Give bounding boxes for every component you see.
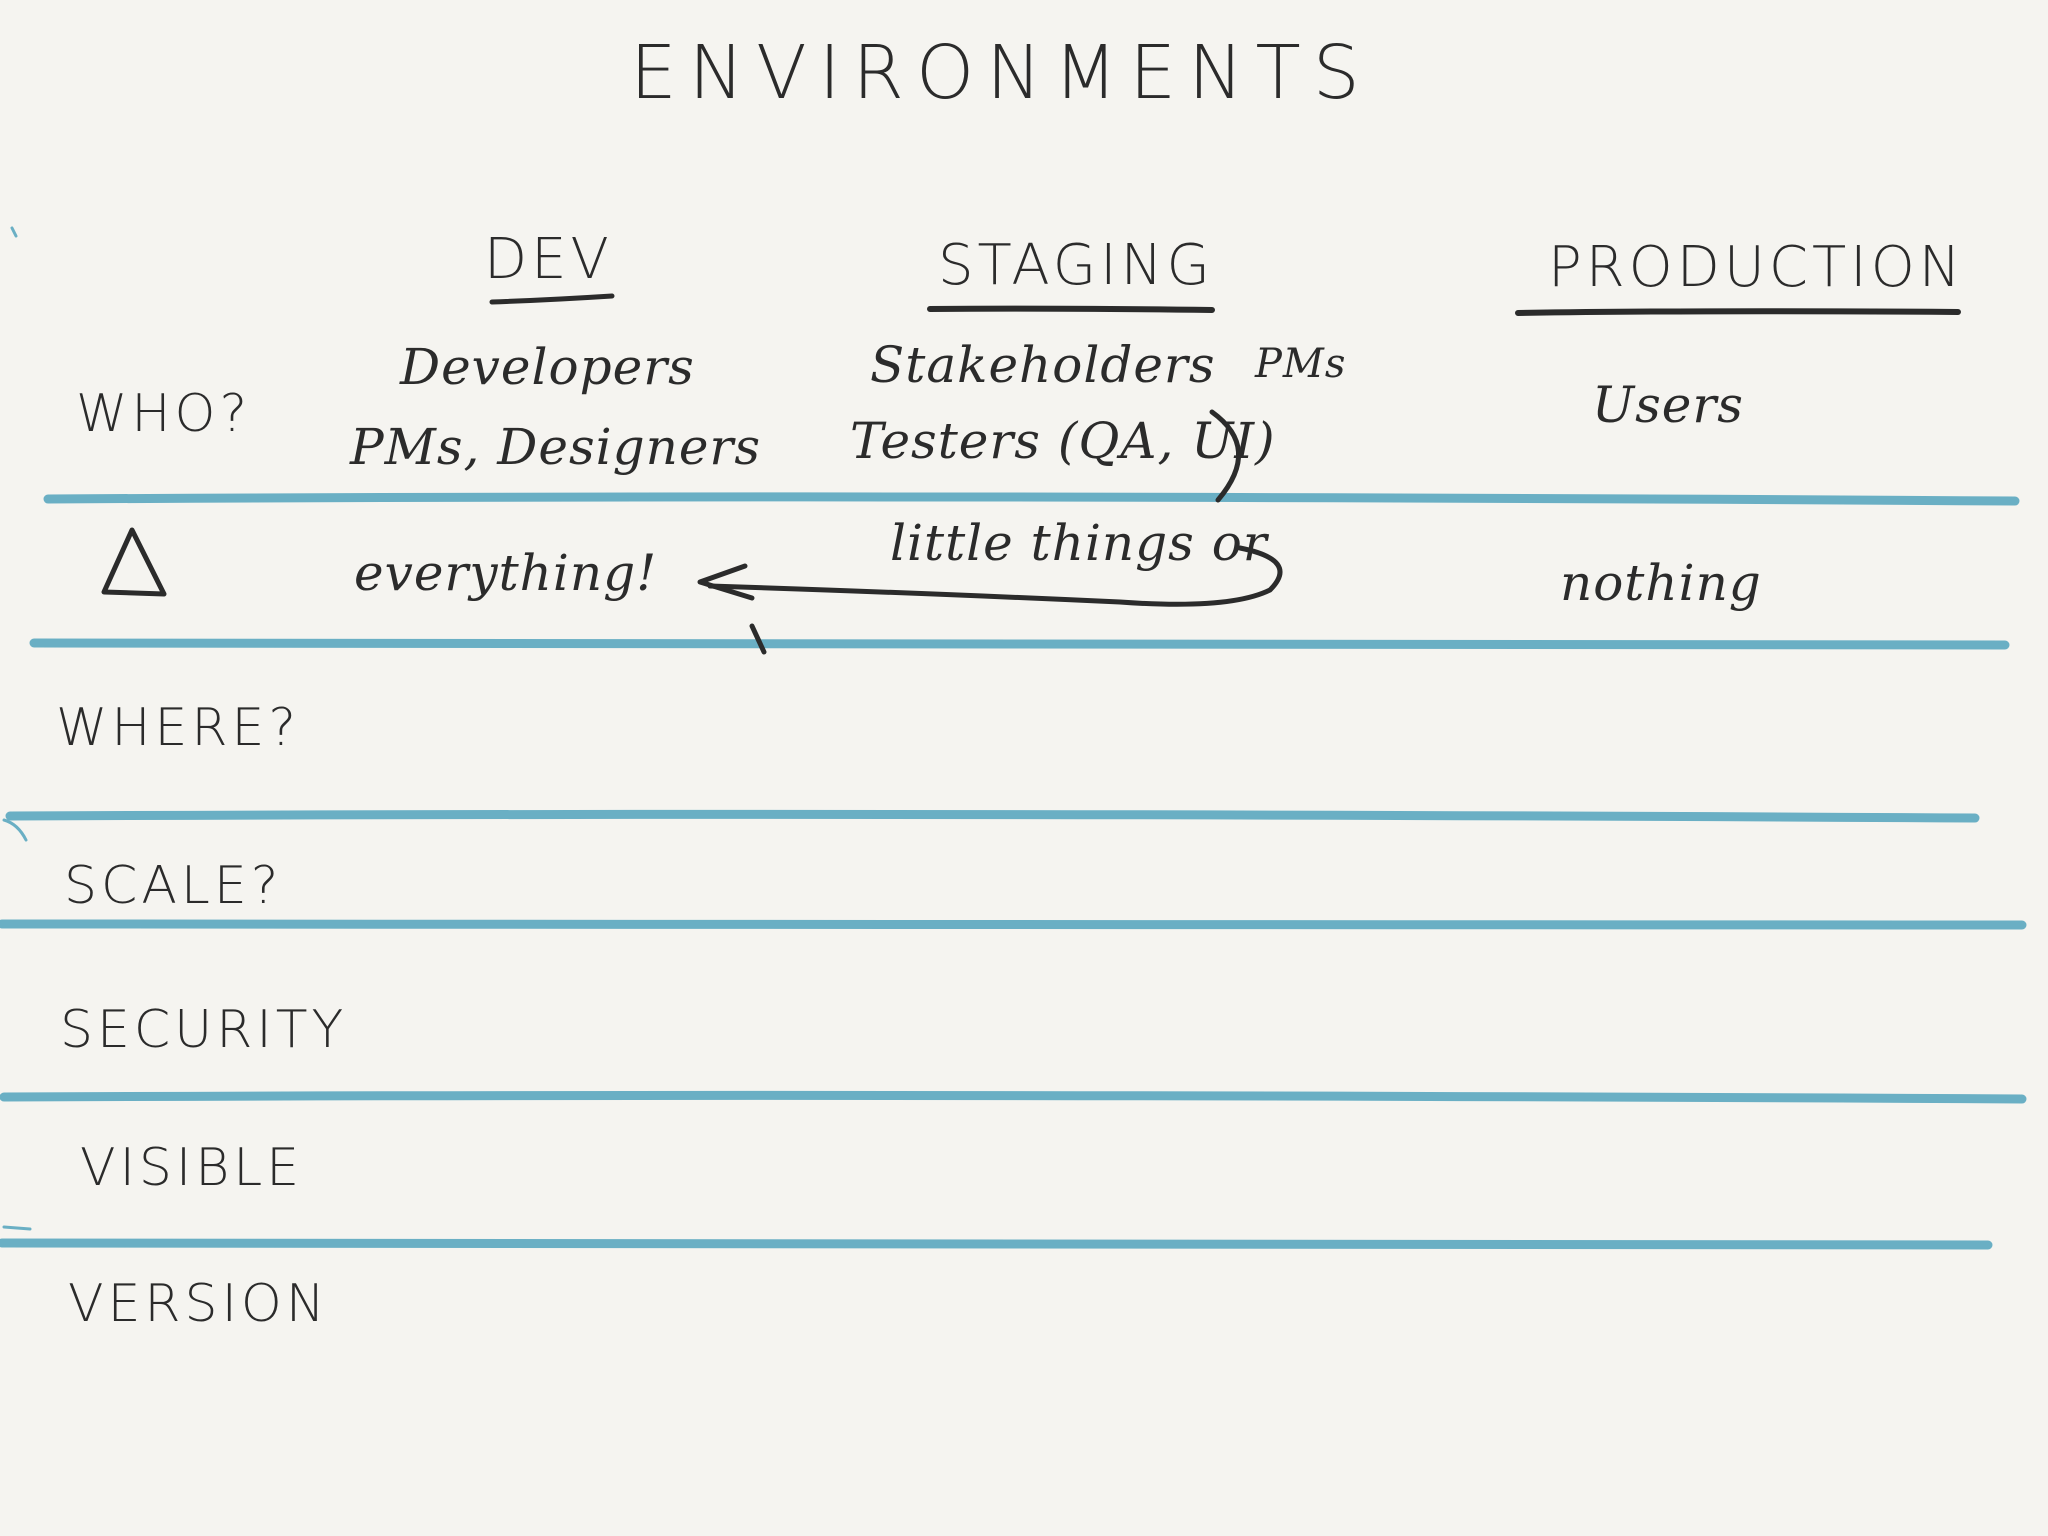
cell-who-dev-line2: PMs, Designers: [350, 418, 761, 476]
cell-delta-dev: everything!: [354, 544, 658, 602]
arrow-tick: [749, 623, 767, 655]
column-header-staging: STAGING: [938, 233, 1214, 298]
cell-who-staging-line1: Stakeholders: [870, 336, 1216, 394]
row-label-scale: SCALE?: [64, 856, 283, 916]
row-label-where: WHERE?: [56, 698, 300, 758]
cell-who-production: Users: [1592, 376, 1744, 434]
cell-who-dev-line1: Developers: [400, 338, 695, 396]
row-divider: [0, 1237, 1993, 1250]
staging-underline: [927, 305, 1215, 313]
delta-icon: [101, 527, 167, 597]
column-header-production: PRODUCTION: [1548, 235, 1965, 300]
page-title: ENVIRONMENTS: [630, 30, 1372, 116]
production-underline: [1515, 308, 1961, 316]
row-divider: [29, 637, 2010, 650]
dev-underline: [489, 293, 615, 305]
row-divider: [0, 1090, 2027, 1104]
margin-mark: [10, 226, 18, 238]
column-header-dev: DEV: [484, 227, 613, 292]
curved-arrow-left-icon: [707, 545, 1283, 607]
staging-bracket: [1209, 409, 1242, 503]
margin-mark: [2, 1225, 32, 1231]
row-divider: [0, 917, 2027, 930]
row-label-version: VERSION: [68, 1274, 329, 1334]
cell-delta-staging: little things or: [890, 514, 1268, 572]
row-label-security: SECURITY: [60, 1000, 348, 1060]
row-label-who: WHO?: [76, 384, 252, 444]
cell-who-staging-line2: Testers (QA, UI): [850, 412, 1276, 470]
row-divider: [43, 492, 2020, 506]
row-label-visible: VISIBLE: [80, 1138, 304, 1198]
margin-mark: [2, 818, 28, 842]
arrow-head: [697, 563, 755, 601]
cell-delta-production: nothing: [1560, 554, 1762, 612]
row-divider: [5, 809, 1980, 823]
cell-who-staging-aside: PMs: [1255, 341, 1347, 387]
